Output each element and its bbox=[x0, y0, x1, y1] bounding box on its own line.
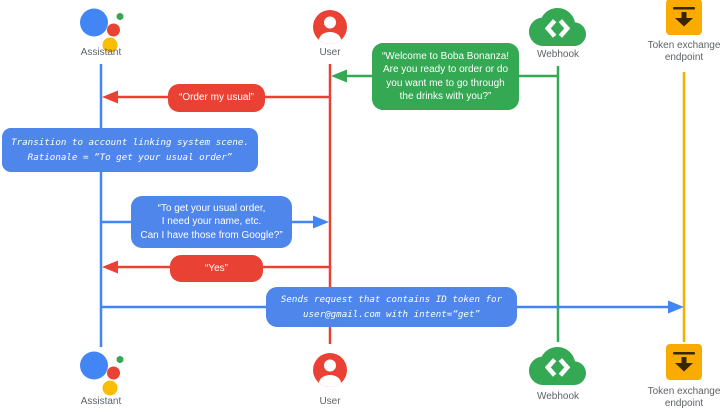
assistant-logo-green-dot bbox=[116, 356, 124, 363]
assistant-logo-green-dot bbox=[116, 13, 124, 20]
webhook-label-bottom: Webhook bbox=[536, 391, 580, 402]
ask-google-message-text: “To get your usual order, I need your na… bbox=[140, 202, 283, 241]
order-usual-message-bubble: “Order my usual” bbox=[168, 84, 265, 112]
token-box-slot bbox=[673, 352, 695, 355]
order-usual-arrowhead bbox=[102, 90, 118, 104]
assistant-logo-blue-circle bbox=[80, 8, 108, 37]
code-chevron-left bbox=[544, 19, 557, 38]
user-icon-person bbox=[319, 16, 341, 44]
google-assistant-icon bbox=[80, 351, 124, 396]
download-arrow-icon bbox=[675, 12, 693, 27]
cloud-shape bbox=[529, 8, 586, 46]
welcome-message-bubble: “Welcome to Boba Bonanza! Are you ready … bbox=[372, 43, 519, 110]
transition-note-text: Transition to account linking system sce… bbox=[11, 137, 249, 163]
code-chevron-left bbox=[544, 358, 557, 377]
token-exchange-endpoint-icon bbox=[666, 0, 702, 35]
user-icon bbox=[313, 10, 347, 44]
ask-google-arrowhead bbox=[313, 215, 329, 229]
webhook-cloud-icon bbox=[529, 8, 586, 46]
send-request-note-text: Sends request that contains ID token for… bbox=[280, 294, 503, 320]
token-box-slot bbox=[673, 7, 695, 10]
order-usual-message-text: “Order my usual” bbox=[178, 92, 254, 104]
user-label-bottom: User bbox=[319, 396, 341, 407]
token-endpoint-label-bottom: Token exchange endpoint bbox=[647, 386, 721, 409]
assistant-label-bottom: Assistant bbox=[80, 396, 122, 407]
send-request-arrowhead bbox=[668, 300, 684, 314]
webhook-cloud-icon bbox=[529, 347, 586, 385]
code-chevron-right bbox=[558, 358, 571, 377]
webhook-label-top: Webhook bbox=[536, 49, 580, 60]
token-exchange-endpoint-icon bbox=[666, 344, 702, 380]
welcome-message-text: “Welcome to Boba Bonanza! Are you ready … bbox=[381, 50, 510, 103]
user-icon-person bbox=[319, 359, 341, 387]
yes-message-bubble: “Yes” bbox=[170, 255, 263, 282]
assistant-logo-red-circle bbox=[107, 366, 120, 380]
yes-message-text: “Yes” bbox=[205, 262, 228, 274]
ask-google-message-bubble: “To get your usual order, I need your na… bbox=[131, 196, 292, 248]
google-assistant-icon bbox=[80, 8, 124, 53]
user-label-top: User bbox=[319, 47, 341, 58]
transition-note-box: Transition to account linking system sce… bbox=[2, 128, 258, 172]
token-endpoint-label-top: Token exchange endpoint bbox=[647, 40, 721, 63]
assistant-label-top: Assistant bbox=[80, 47, 122, 58]
cloud-shape bbox=[529, 347, 586, 385]
send-request-note-box: Sends request that contains ID token for… bbox=[266, 287, 517, 327]
yes-arrowhead bbox=[102, 260, 118, 274]
download-arrow-icon bbox=[675, 357, 693, 372]
user-icon bbox=[313, 353, 347, 387]
assistant-logo-yellow-circle bbox=[102, 37, 118, 53]
welcome-arrowhead bbox=[331, 69, 347, 83]
code-chevron-right bbox=[558, 19, 571, 38]
assistant-logo-yellow-circle bbox=[102, 380, 118, 396]
assistant-logo-blue-circle bbox=[80, 351, 108, 380]
assistant-logo-red-circle bbox=[107, 23, 120, 37]
